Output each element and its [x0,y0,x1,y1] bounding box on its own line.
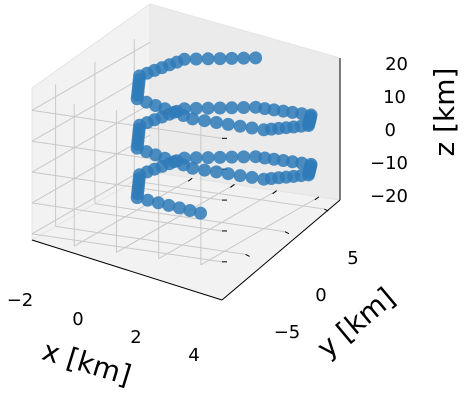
data-point [209,116,223,129]
x-tick-label: 0 [72,309,83,330]
data-point [213,52,227,66]
y-tick-label: 0 [315,285,326,306]
grid-line [31,233,223,263]
x-tick [230,184,235,188]
grid-line [94,203,286,233]
x-tick-label: −2 [7,290,34,311]
grid-line [134,180,325,210]
z-tick-label: 10 [383,87,406,108]
grid-line [31,165,151,235]
x-axis-label: x [km] [39,334,135,392]
y-axis-line [221,199,341,301]
grid-lines [31,39,325,266]
data-point [194,206,207,220]
axis-ticks [187,137,329,263]
data-point [237,150,251,164]
data-point [201,52,215,66]
data-point [198,114,211,128]
data-point [221,167,235,181]
z-tick-label: 0 [385,120,396,141]
data-point [225,51,239,65]
data-point [237,51,251,65]
y-tick [245,253,250,257]
data-point [245,121,259,135]
grid-line [31,171,223,201]
data-point [177,52,191,66]
data-point [257,123,271,137]
data-point [249,51,263,65]
y-tick [284,231,290,235]
grid-line [55,225,246,255]
data-point [237,101,251,114]
x-axis-line [31,239,223,301]
y-tick-label: −5 [274,322,301,343]
data-point [189,151,203,165]
grid-line [31,202,223,232]
z-axis-label: z [km] [428,68,461,157]
x-tick [272,190,277,195]
grid-line [31,41,151,111]
data-point [221,117,235,131]
data-point [209,165,223,179]
data-point [225,101,239,115]
grid-line [158,190,277,260]
y-tick [324,208,329,212]
data-point [257,172,271,186]
data-point [183,204,197,217]
data-point [162,198,176,212]
data-point [172,201,186,215]
data-point [213,101,227,115]
data-point [213,150,227,164]
y-tick-label: 5 [347,248,358,269]
data-point [245,170,259,184]
z-tick-label: −20 [370,186,408,207]
x-tick [314,196,320,201]
grid-line [116,184,235,253]
data-point [141,193,155,207]
data-point [201,151,215,165]
x-tick-label: 4 [188,345,199,366]
grid-line [31,72,151,142]
data-point [198,163,211,177]
grid-line [31,109,223,139]
data-points [130,51,318,220]
data-point [225,150,239,164]
grid-line [73,177,193,247]
data-point [151,196,165,210]
x-tick-label: 2 [130,327,141,348]
data-point [189,52,203,66]
grid-line [200,196,320,266]
data-point [201,101,215,115]
grid-line [31,134,151,204]
data-point [233,169,247,183]
data-point [189,101,203,115]
x-tick [187,177,193,182]
grid-line [31,103,151,173]
z-tick-label: 20 [385,54,408,75]
z-tick-label: −10 [370,153,408,174]
data-point [233,119,247,133]
